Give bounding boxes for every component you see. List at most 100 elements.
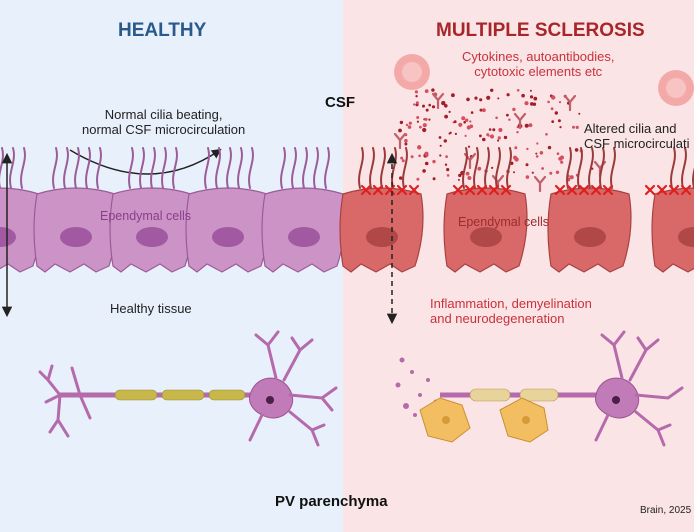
csf-particle <box>444 114 448 119</box>
healthy-ependymal-cell <box>261 147 346 273</box>
csf-particle <box>526 147 529 151</box>
healthy-tissue-label: Healthy tissue <box>110 301 192 316</box>
csf-particle <box>556 152 560 155</box>
damaged-myelin <box>469 388 559 402</box>
ms-factors-line1: Cytokines, autoantibodies, <box>462 49 615 64</box>
cilia-cross-mark <box>680 184 692 196</box>
csf-particle <box>524 101 529 106</box>
csf-particle <box>477 166 482 171</box>
csf-particle <box>482 137 486 142</box>
antibody-icon <box>393 132 407 150</box>
csf-particle <box>498 127 503 133</box>
csf-particle <box>514 146 518 150</box>
csf-particle <box>399 120 404 125</box>
csf-particle <box>470 111 474 114</box>
cilia-cross-mark <box>408 184 420 196</box>
csf-particle <box>422 123 427 128</box>
csf-particle <box>441 100 446 106</box>
csf-particle <box>469 120 472 123</box>
cilia-cross-mark <box>644 184 656 196</box>
csf-particle <box>454 132 457 135</box>
ms-cilia-note: Altered cilia and CSF microcirculati <box>584 121 690 152</box>
csf-particle <box>559 126 562 129</box>
immune-cell-right <box>658 70 694 106</box>
csf-particle <box>578 112 581 115</box>
csf-particle <box>407 125 412 129</box>
ms-cells-label: Ependymal cells <box>458 215 550 229</box>
csf-particle <box>536 142 539 145</box>
csf-particle <box>443 139 447 143</box>
cilia-cross-mark <box>476 184 488 196</box>
cilia-cross-mark <box>590 184 602 196</box>
cilia-cross-mark <box>360 184 372 196</box>
csf-particle <box>490 88 494 93</box>
csf-particle <box>428 118 431 121</box>
csf-particle <box>444 104 448 108</box>
csf-particle <box>444 163 448 166</box>
csf-particle <box>425 108 429 112</box>
csf-particle <box>398 128 402 133</box>
csf-particle <box>560 160 564 164</box>
cilia-cross-mark <box>668 184 680 196</box>
ms-cilia-note-line2: CSF microcirculati <box>584 135 690 151</box>
csf-particle <box>448 132 451 135</box>
csf-particle <box>557 119 561 123</box>
csf-particle <box>545 133 548 136</box>
csf-particle <box>439 154 442 157</box>
cilia-cross-mark <box>488 184 500 196</box>
csf-particle <box>508 118 511 121</box>
cilia-cross-mark <box>464 184 476 196</box>
cilia-cross-mark <box>452 184 464 196</box>
csf-particle <box>547 145 552 150</box>
healthy-ependymal-cell <box>33 147 118 273</box>
csf-particle <box>555 170 560 174</box>
csf-particle <box>531 171 534 174</box>
csf-particle <box>479 98 483 102</box>
csf-particle <box>495 116 498 120</box>
csf-particle <box>424 161 429 166</box>
csf-particle <box>404 138 408 143</box>
csf-particle <box>467 145 471 148</box>
antibody-icon <box>513 112 527 130</box>
csf-particle <box>535 152 538 155</box>
cilia-cross-mark <box>372 184 384 196</box>
csf-particle <box>469 124 474 129</box>
csf-particle <box>551 95 556 100</box>
ms-title: MULTIPLE SCLEROSIS <box>436 20 645 41</box>
ms-factors-note: Cytokines, autoantibodies, cytotoxic ele… <box>462 49 615 80</box>
cilia-cross-mark <box>554 184 566 196</box>
csf-particle <box>416 120 419 123</box>
csf-particle <box>497 139 500 142</box>
csf-particle <box>453 120 457 124</box>
csf-particle <box>513 171 515 174</box>
healthy-title: HEALTHY <box>118 20 207 41</box>
csf-particle <box>432 177 436 181</box>
csf-particle <box>525 163 529 167</box>
csf-particle <box>506 93 510 97</box>
csf-particle <box>486 133 490 137</box>
csf-particle <box>482 108 486 113</box>
antibody-icon <box>533 175 547 193</box>
csf-particle <box>405 123 409 127</box>
csf-particle <box>513 155 518 160</box>
csf-particle <box>525 175 530 179</box>
csf-particle <box>422 127 427 133</box>
healthy-cells-label: Ependymal cells <box>100 209 192 223</box>
healthy-ependymal-layer <box>0 147 346 273</box>
csf-particle <box>416 116 420 119</box>
csf-particle <box>419 125 422 129</box>
csf-particle <box>558 156 563 161</box>
antibody-icon <box>431 92 445 110</box>
csf-particle <box>558 101 562 104</box>
csf-particle <box>532 102 537 106</box>
healthy-cilia-note: Normal cilia beating, normal CSF microci… <box>82 107 245 138</box>
csf-particle <box>533 96 538 101</box>
csf-particle <box>410 155 414 159</box>
damaged-cilia-markers <box>360 184 692 196</box>
csf-particle <box>488 128 492 131</box>
cilia-cross-mark <box>396 184 408 196</box>
csf-particle <box>458 122 463 127</box>
csf-particle <box>503 135 508 140</box>
csf-particle <box>464 134 467 137</box>
